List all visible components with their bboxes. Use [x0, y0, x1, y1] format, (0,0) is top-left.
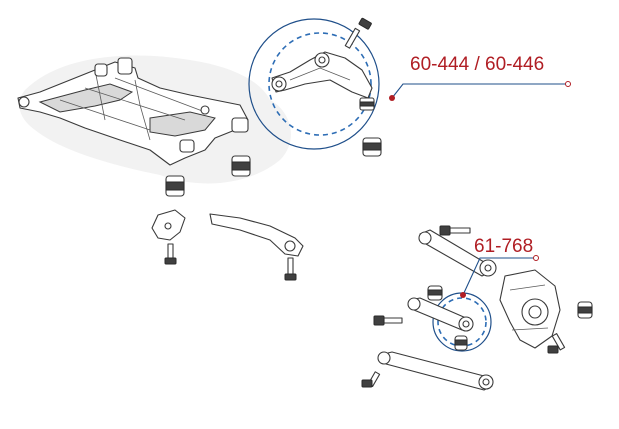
link-bolt-top	[439, 225, 471, 236]
callout-anchor-dot-2	[460, 292, 466, 298]
callout-anchor-dot	[389, 95, 395, 101]
mount-bracket-left	[151, 209, 186, 265]
rear-subframe	[17, 57, 249, 166]
knuckle-bushing	[577, 301, 593, 319]
subframe-bushing-left	[165, 175, 185, 197]
upper-arm-bushing	[362, 137, 382, 157]
callout-line-upper-arm	[391, 83, 568, 99]
lower-arm-bolt	[361, 371, 381, 388]
toe-link	[407, 297, 474, 351]
upper-arm-bolt	[344, 17, 372, 49]
upper-lateral-link	[418, 229, 497, 277]
upper-control-arm	[271, 51, 375, 111]
callout-line-toe-link	[462, 257, 536, 296]
toe-link-bushing	[427, 285, 443, 301]
knuckle-bolt	[547, 333, 566, 354]
callout-end-dot	[565, 81, 571, 87]
subframe-bushing-right	[231, 155, 251, 177]
lower-control-arm	[377, 351, 494, 391]
knuckle	[499, 269, 561, 349]
lateral-brace	[209, 213, 304, 281]
toe-link-bolt	[373, 315, 403, 326]
part-number-label-lower: 61-768	[474, 236, 533, 257]
part-number-label-upper: 60-444 / 60-446	[410, 54, 544, 75]
upper-arm-callout	[248, 18, 380, 150]
callout-end-dot-2	[533, 255, 539, 261]
